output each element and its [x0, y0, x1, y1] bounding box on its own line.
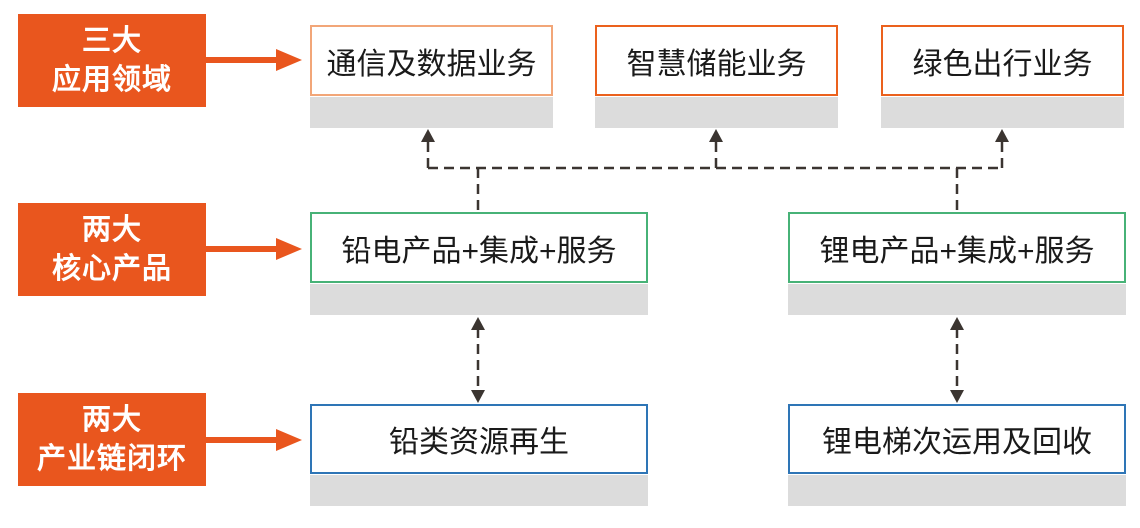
node-label: 铅电产品+集成+服务	[310, 212, 648, 283]
side-label-line1: 两大	[81, 213, 142, 246]
node-shadow	[310, 97, 553, 128]
node-label: 绿色出行业务	[881, 25, 1124, 96]
node-shadow	[595, 97, 838, 128]
node-label: 铅类资源再生	[310, 404, 648, 474]
node-shadow	[310, 475, 648, 506]
node-shadow	[788, 475, 1126, 506]
node-telecom-data: 通信及数据业务	[310, 25, 553, 128]
dashed-double-arrow-right	[950, 317, 964, 403]
side-label-line2: 产业链闭环	[36, 442, 187, 475]
side-label-products: 两大 核心产品	[18, 203, 206, 296]
side-label-line1: 三大	[81, 24, 142, 57]
dashed-double-arrow-left	[471, 317, 485, 403]
node-lead-products: 铅电产品+集成+服务	[310, 212, 648, 315]
node-label: 智慧储能业务	[595, 25, 838, 96]
node-lithium-products: 锂电产品+集成+服务	[788, 212, 1126, 315]
node-shadow	[788, 284, 1126, 315]
node-label: 通信及数据业务	[310, 25, 553, 96]
arrow-applications-icon	[206, 49, 302, 71]
node-shadow	[310, 284, 648, 315]
node-lithium-reuse-recycling: 锂电梯次运用及回收	[788, 404, 1126, 506]
arrow-products-icon	[206, 238, 302, 260]
dashed-bus-top	[421, 129, 1009, 212]
side-label-line1: 两大	[81, 403, 142, 436]
node-lead-recycling: 铅类资源再生	[310, 404, 648, 506]
node-green-mobility: 绿色出行业务	[881, 25, 1124, 128]
arrow-loops-icon	[206, 429, 302, 451]
node-shadow	[881, 97, 1124, 128]
node-smart-storage: 智慧储能业务	[595, 25, 838, 128]
node-label: 锂电产品+集成+服务	[788, 212, 1126, 283]
side-label-loops: 两大 产业链闭环	[18, 393, 206, 486]
side-label-line2: 应用领域	[51, 63, 172, 96]
side-label-line2: 核心产品	[51, 252, 172, 285]
node-label: 锂电梯次运用及回收	[788, 404, 1126, 474]
side-label-applications: 三大 应用领域	[18, 14, 206, 107]
